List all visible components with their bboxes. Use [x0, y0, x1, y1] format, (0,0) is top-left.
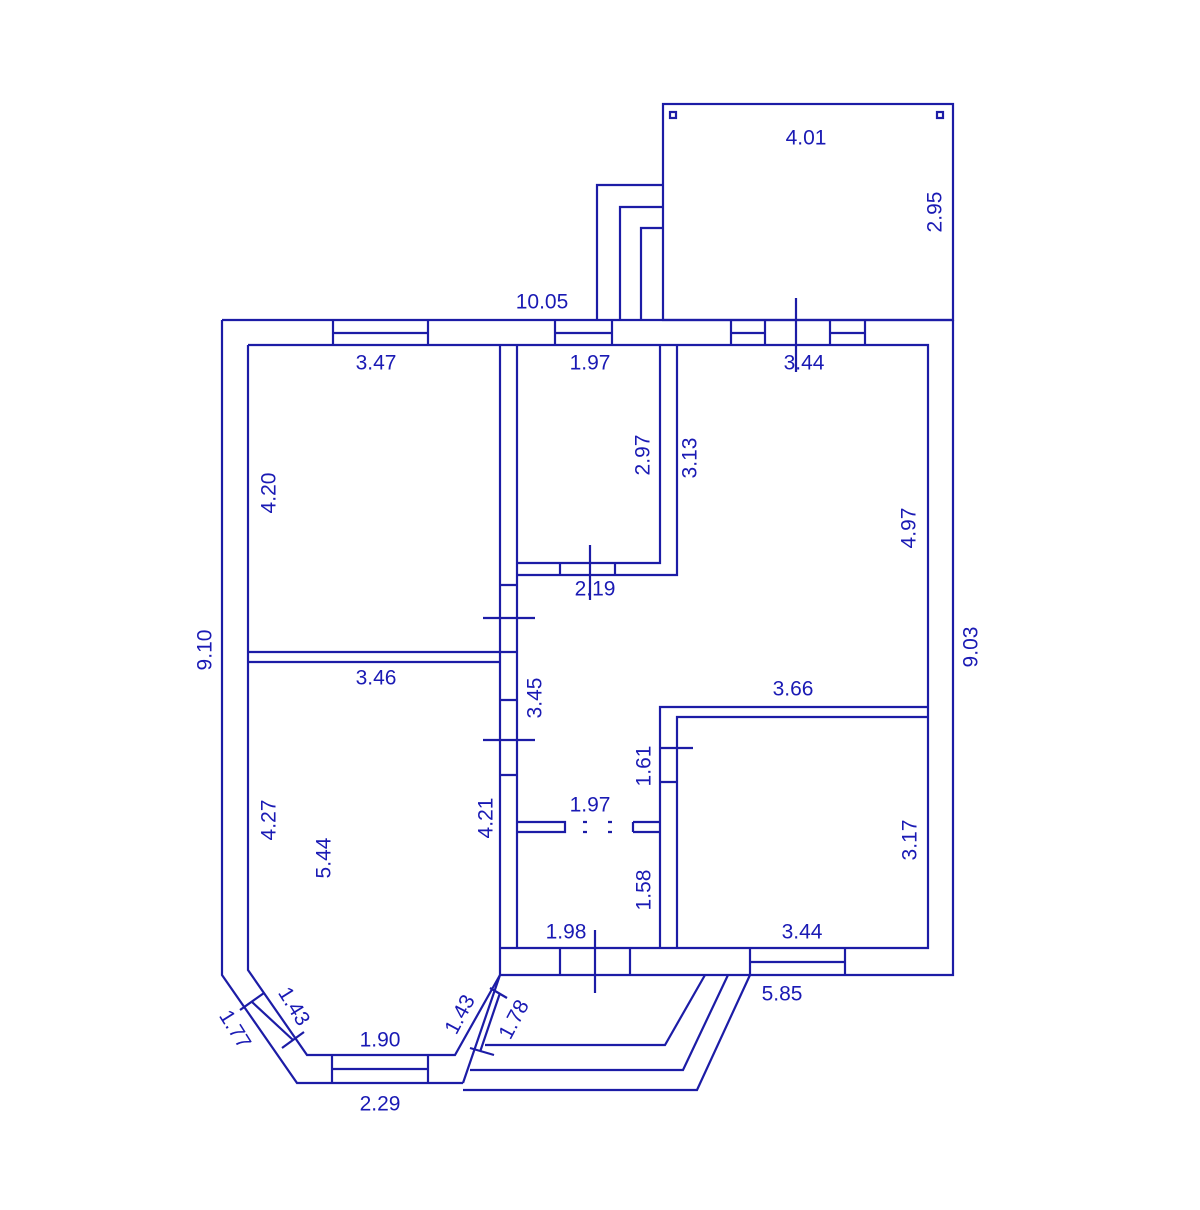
window [330, 1055, 430, 1083]
dim-label: 3.44 [782, 921, 823, 944]
closet-walls [517, 345, 679, 600]
dimension-labels: 4.01 2.95 10.05 3.47 1.97 3.44 4.20 2.97… [194, 127, 983, 1116]
inner-wall [246, 343, 930, 1057]
dim-label: 2.29 [360, 1093, 401, 1116]
porch [463, 974, 751, 1092]
dim-label: 3.17 [899, 820, 922, 861]
room-wall [658, 705, 928, 948]
window [828, 320, 867, 345]
outer-wall [220, 318, 955, 1085]
dim-label: 4.97 [898, 508, 921, 549]
hall-wall [498, 345, 519, 948]
partition-wall [248, 650, 500, 664]
window [239, 992, 305, 1049]
dim-label: 5.85 [762, 983, 803, 1006]
window [748, 948, 847, 975]
dim-label: 5.44 [313, 837, 336, 878]
dim-label: 1.78 [494, 996, 533, 1043]
window [553, 320, 614, 345]
dim-label: 3.13 [679, 438, 702, 479]
dim-label: 2.19 [575, 578, 616, 601]
entry-door [525, 930, 750, 993]
dim-label: 4.20 [258, 473, 281, 514]
door-marker [483, 616, 535, 742]
dim-label: 1.97 [570, 352, 611, 375]
window [729, 320, 767, 345]
post-marker [935, 110, 945, 120]
dim-label: 2.97 [632, 435, 655, 476]
dim-label: 3.44 [784, 352, 825, 375]
dim-label: 4.21 [475, 798, 498, 839]
dim-label: 3.66 [773, 678, 814, 701]
dim-label: 3.47 [356, 352, 397, 375]
hall-partition [517, 820, 660, 834]
bay-right-outer [461, 973, 525, 1084]
dim-label: 4.27 [258, 800, 281, 841]
wall-segments [500, 583, 517, 777]
dim-label: 3.46 [356, 667, 397, 690]
opening [583, 820, 615, 834]
dim-label: 1.90 [360, 1029, 401, 1052]
dim-label: 2.95 [924, 192, 947, 233]
dim-label: 1.97 [570, 794, 611, 817]
dim-label: 1.58 [633, 870, 656, 911]
dim-label: 4.01 [786, 127, 827, 150]
dim-label: 10.05 [516, 291, 569, 314]
dim-label: 1.43 [440, 991, 479, 1038]
stairs [595, 183, 663, 320]
dim-label: 1.98 [546, 921, 587, 944]
dim-label: 9.03 [960, 627, 983, 668]
post-marker [668, 110, 678, 120]
dim-label: 9.10 [194, 630, 217, 671]
window [331, 320, 430, 345]
dim-label: 1.61 [633, 746, 656, 787]
walls [220, 102, 955, 1092]
dim-label: 1.43 [273, 983, 314, 1030]
dim-label: 3.45 [524, 678, 547, 719]
window [469, 987, 508, 1057]
